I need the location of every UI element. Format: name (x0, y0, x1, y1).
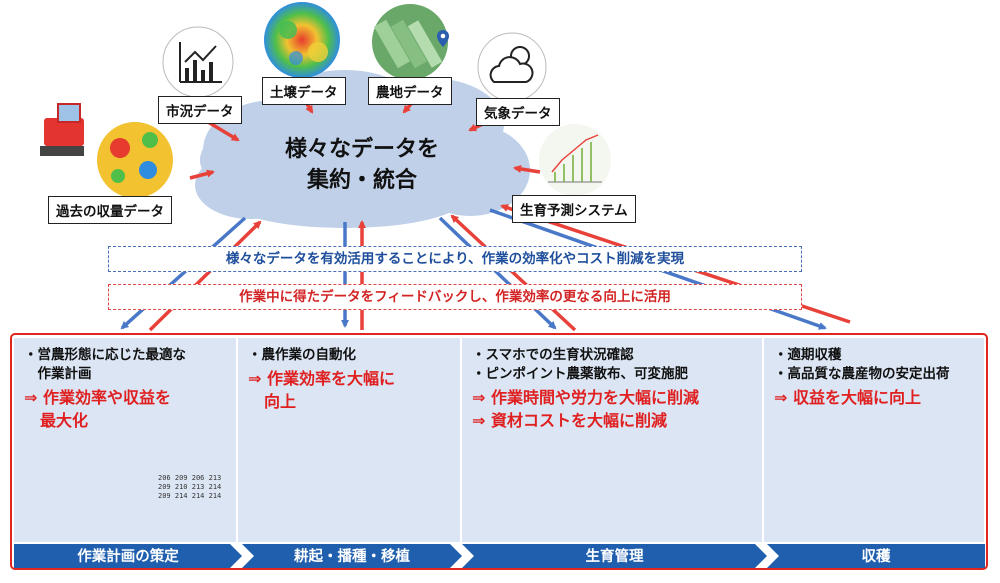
farmland-map-icon (372, 4, 449, 80)
stage-planting: 耕起・播種・移植 (294, 549, 410, 565)
panel-growth-result: ⇒ 資材コストを大幅に削減 (472, 411, 667, 430)
table-cell: 210 (174, 483, 188, 491)
panel-planning-result: 最大化 (24, 411, 89, 430)
feedback-banner: 作業中に得たデータをフィードバックし、作業効率の更なる向上に活用 (108, 284, 802, 310)
panel-growth-management: ・スマホでの生育状況確認 ・ピンポイント農薬散布、可変施肥 ⇒ 作業時間や労力を… (462, 338, 762, 542)
panel-planning: ・営農形態に応じた最適な 作業計画 ⇒ 作業効率や収益を 最大化 (14, 338, 236, 542)
table-cell: 214 (208, 483, 222, 491)
table-cell: 206 (191, 474, 205, 482)
panel-automation-result: ⇒ 作業効率を大幅に (248, 369, 395, 388)
panel-automation-line: ・農作業の自動化 (248, 347, 356, 363)
farmland-data-label: 農地データ (368, 77, 452, 105)
planner-screen-table: 206 209 206 213 209 210 213 214 209 214 … (158, 474, 226, 501)
table-cell: 213 (191, 483, 205, 491)
market-chart-icon (162, 26, 234, 98)
panel-planning-line: 作業計画 (24, 366, 92, 382)
panel-automation-result: 向上 (248, 392, 297, 411)
panel-growth-line: ・スマホでの生育状況確認 (472, 347, 634, 363)
soil-data-label: 土壌データ (262, 77, 346, 105)
panel-harvest-result: ⇒ 収益を大幅に向上 (774, 388, 921, 407)
soil-map-icon (264, 2, 340, 78)
panel-harvest-line: ・高品質な農産物の安定出荷 (774, 366, 950, 382)
stage-harvest: 収穫 (861, 549, 891, 565)
market-data-label: 市況データ (158, 96, 242, 124)
table-cell: 209 (158, 483, 171, 491)
table-cell: 209 (158, 492, 171, 500)
growth-chart-icon (539, 124, 611, 196)
stage-planning: 作業計画の策定 (77, 549, 179, 565)
table-cell: 209 (174, 474, 188, 482)
table-cell: 214 (174, 492, 188, 500)
panel-growth-line: ・ピンポイント農薬散布、可変施肥 (472, 366, 688, 382)
table-cell: 213 (208, 474, 222, 482)
cloud-title: 様々なデータを 集約・統合 (262, 134, 462, 196)
table-row: 209 210 213 214 (158, 483, 226, 492)
panel-planning-line: ・営農形態に応じた最適な (24, 347, 186, 363)
table-cell: 214 (191, 492, 205, 500)
table-cell: 214 (208, 492, 222, 500)
stage-growth-management: 生育管理 (585, 549, 644, 565)
cloud-title-line1: 様々なデータを (284, 137, 439, 162)
panel-automation: ・農作業の自動化 ⇒ 作業効率を大幅に 向上 (238, 338, 460, 542)
cloud-title-line2: 集約・統合 (306, 168, 417, 193)
table-row: 206 209 206 213 (158, 474, 226, 483)
utilization-banner: 様々なデータを有効活用することにより、作業の効率化やコスト削減を実現 (108, 246, 802, 272)
panel-growth-result: ⇒ 作業時間や労力を大幅に削減 (472, 388, 699, 407)
workflow-frame (10, 333, 988, 570)
panel-harvest: ・適期収穫 ・高品質な農産物の安定出荷 ⇒ 収益を大幅に向上 (764, 338, 984, 542)
table-cell: 206 (158, 474, 171, 482)
panel-harvest-line: ・適期収穫 (774, 347, 842, 363)
yield-history-label: 過去の収量データ (48, 196, 172, 224)
weather-icon (477, 32, 547, 102)
weather-data-label: 気象データ (476, 98, 560, 126)
growth-prediction-label: 生育予測システム (512, 195, 636, 223)
table-row: 209 214 214 214 (158, 492, 226, 501)
panel-planning-result: ⇒ 作業効率や収益を (24, 388, 171, 407)
yield-history-icon (40, 103, 173, 198)
